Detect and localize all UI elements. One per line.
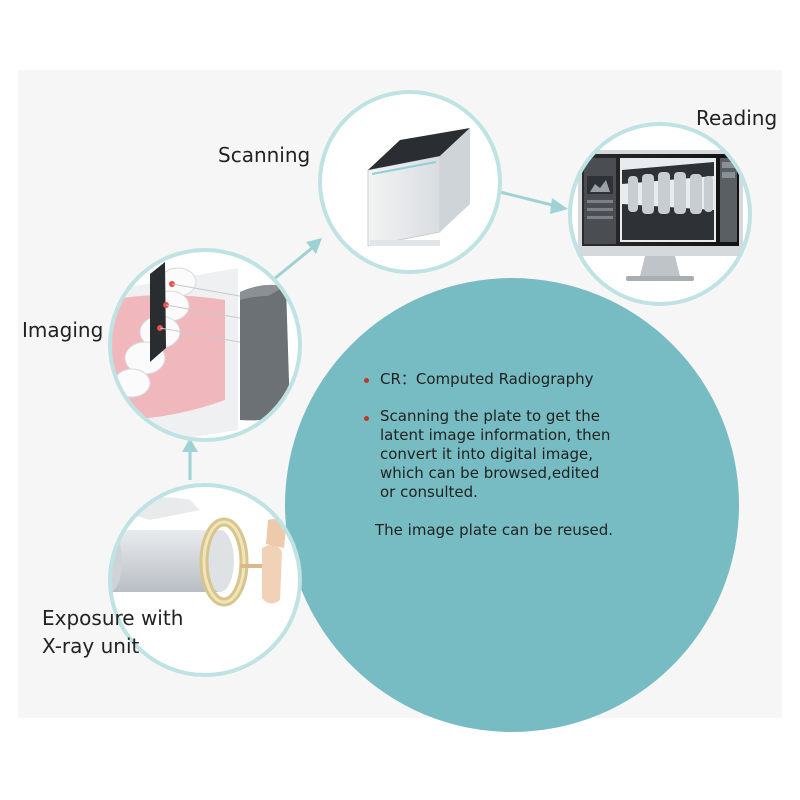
bullet-dot-2 <box>364 416 369 421</box>
dental-model-icon <box>112 262 290 440</box>
reading-node <box>568 122 752 306</box>
xray-tube-ring-icon <box>110 497 286 607</box>
scanning-node <box>318 90 502 274</box>
flow-arrows <box>188 190 557 480</box>
arrow-head-upright <box>306 238 322 254</box>
imaging-node <box>108 248 302 442</box>
exposure-node <box>108 483 302 677</box>
arrow-head-up <box>182 438 198 452</box>
step-label-exposure: Exposure with X-ray unit <box>42 606 184 658</box>
step-label-imaging: Imaging <box>22 318 104 342</box>
step-label-reading: Reading <box>696 106 778 130</box>
monitor-xray-screen-icon <box>578 150 743 281</box>
scanner-device-icon <box>367 128 470 247</box>
arrow-imaging-to-scanning <box>267 246 313 286</box>
arrow-scanning-to-reading <box>499 190 557 208</box>
info-bullet-cr: CR：Computed Radiography <box>380 370 594 388</box>
info-circle <box>285 278 739 732</box>
info-bullet-scanning: Scanning the plate to get the latent ima… <box>380 407 611 501</box>
bullet-dot-1 <box>364 378 369 383</box>
info-note: The image plate can be reused. <box>375 521 614 539</box>
arrow-head-right <box>550 198 568 214</box>
step-label-scanning: Scanning <box>218 143 311 167</box>
